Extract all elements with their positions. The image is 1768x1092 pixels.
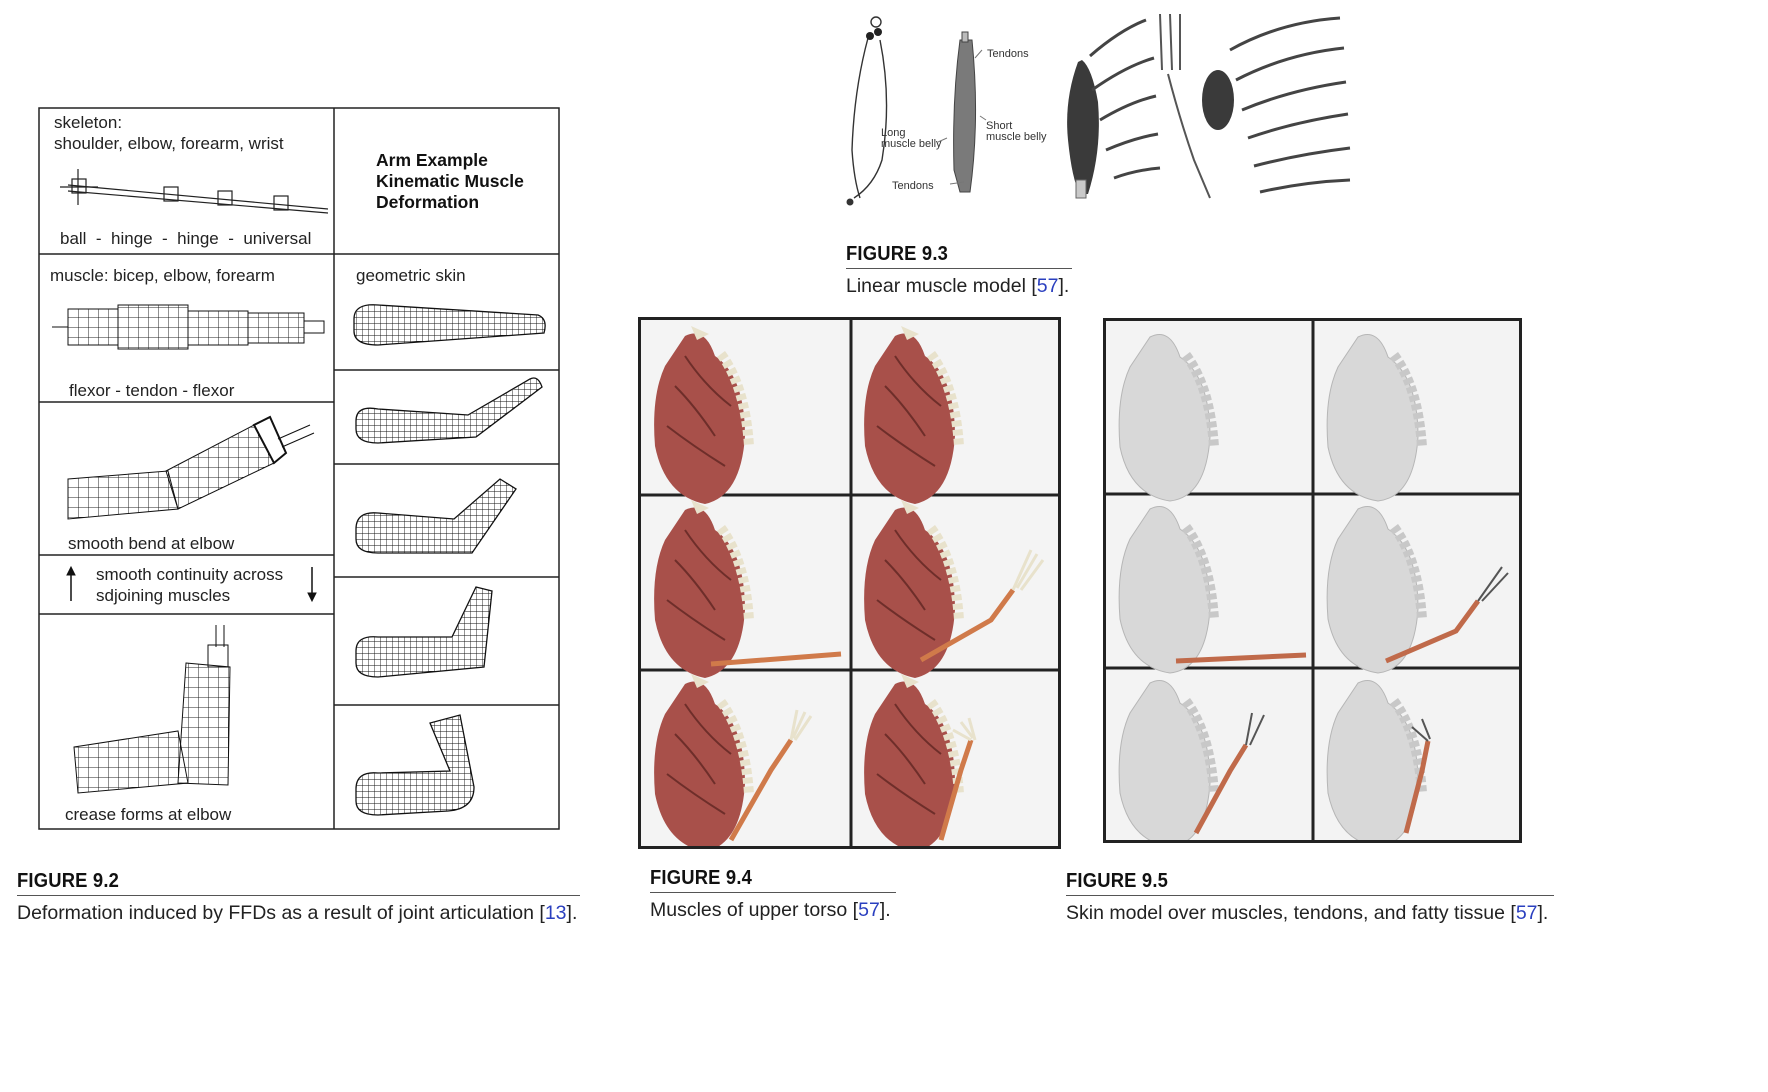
label-flexor: flexor - tendon - flexor (69, 381, 235, 400)
figure-9-5-caption: Skin model over muscles, tendons, and fa… (1066, 902, 1548, 925)
figure-9-5-title: FIGURE 9.5 (1066, 870, 1169, 892)
label-tendons-top: Tendons (987, 48, 1029, 60)
smooth-bend-drawing (67, 415, 315, 520)
heading-line-3: Deformation (376, 192, 480, 212)
geometric-skin-drawings (353, 304, 546, 816)
heading-line-1: Arm Example (376, 150, 488, 170)
figure-9-2-rule (17, 895, 580, 896)
label-joints: ball - hinge - hinge - universal (60, 229, 312, 248)
crease-drawing (73, 625, 231, 794)
arm-example-heading: Arm Example Kinematic Muscle Deformation (376, 150, 524, 213)
label-short-belly: Short muscle belly (986, 121, 1047, 143)
figure-9-5-grid (1106, 321, 1519, 840)
figure-9-4-rule (650, 892, 896, 893)
label-skeleton-2: shoulder, elbow, forearm, wrist (54, 134, 284, 153)
skeleton-drawing (60, 169, 329, 214)
label-short-belly-2: muscle belly (986, 131, 1047, 143)
label-geometric-skin: geometric skin (356, 266, 466, 285)
figure-9-5 (1103, 318, 1522, 843)
figure-9-3-caption: Linear muscle model [57]. (846, 275, 1069, 298)
continuity-arrows (66, 565, 317, 603)
figure-9-4-title: FIGURE 9.4 (650, 867, 753, 889)
citation-link[interactable]: 57 (858, 899, 880, 921)
caption-end: ]. (879, 899, 891, 921)
figure-9-2: skeleton: shoulder, elbow, forearm, wris… (38, 107, 560, 830)
label-continuity-2: sdjoining muscles (96, 586, 231, 605)
figure-9-3: Tendons Long muscle belly Short muscle b… (830, 10, 1358, 210)
figure-9-5-rule (1066, 895, 1554, 896)
caption-text: Linear muscle model [ (846, 275, 1037, 297)
label-long-belly-1: Long (881, 127, 906, 139)
caption-end: ]. (1537, 902, 1549, 924)
label-long-belly: Long muscle belly (881, 128, 942, 150)
figure-9-2-caption: Deformation induced by FFDs as a result … (17, 902, 577, 925)
label-muscle: muscle: bicep, elbow, forearm (50, 266, 275, 285)
figure-9-3-image (846, 13, 1351, 206)
caption-text: Deformation induced by FFDs as a result … (17, 902, 545, 924)
figure-9-3-title: FIGURE 9.3 (846, 243, 949, 265)
label-tendons-bottom: Tendons (892, 180, 934, 192)
label-smooth-bend: smooth bend at elbow (68, 534, 235, 553)
label-continuity-1: smooth continuity across (96, 565, 284, 584)
label-skeleton-1: skeleton: (54, 113, 123, 132)
muscle-lattice-drawing (52, 304, 325, 350)
label-long-belly-2: muscle belly (881, 138, 942, 150)
figure-9-4-grid (641, 320, 1058, 846)
figure-9-4-caption: Muscles of upper torso [57]. (650, 899, 891, 922)
figure-9-2-diagram (38, 107, 560, 830)
caption-text: Muscles of upper torso [ (650, 899, 859, 921)
citation-link[interactable]: 57 (1036, 275, 1059, 297)
citation-link[interactable]: 57 (1515, 902, 1538, 924)
figure-9-2-title: FIGURE 9.2 (17, 870, 120, 892)
label-short-belly-1: Short (986, 120, 1013, 132)
caption-end: ]. (566, 902, 578, 924)
heading-line-2: Kinematic Muscle (376, 171, 524, 191)
caption-end: ]. (1058, 275, 1070, 297)
caption-text: Skin model over muscles, tendons, and fa… (1066, 902, 1516, 924)
figure-9-3-rule (846, 268, 1072, 269)
label-crease: crease forms at elbow (65, 805, 232, 824)
figure-9-4 (638, 317, 1061, 849)
citation-link[interactable]: 13 (544, 902, 567, 924)
